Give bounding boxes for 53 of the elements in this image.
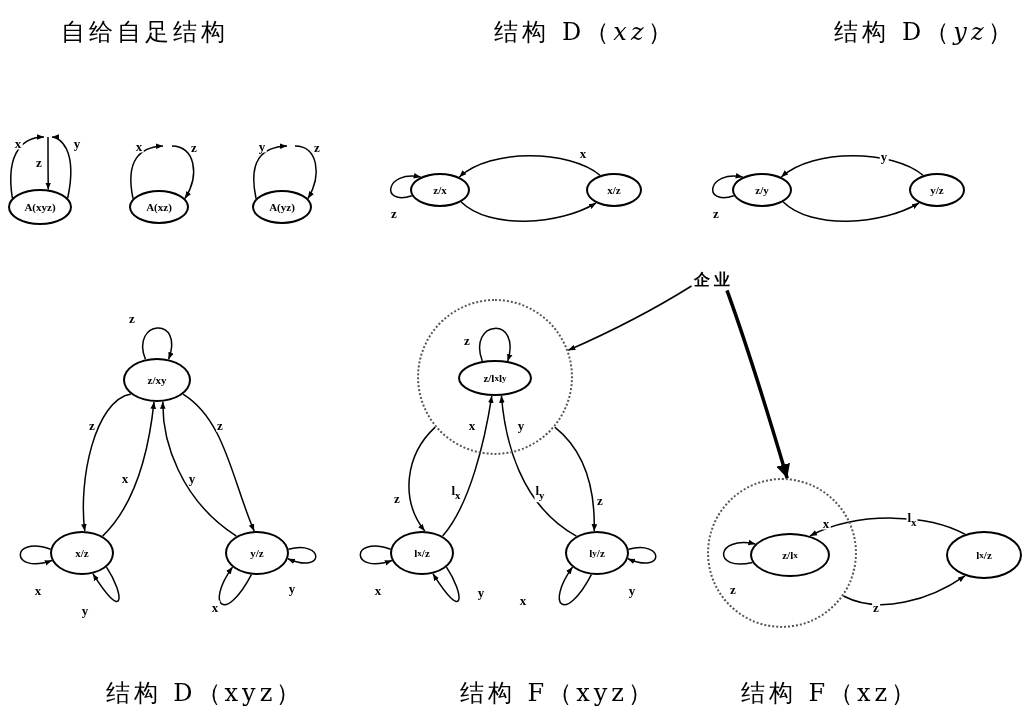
arrow [842,575,966,606]
panel-title: 结构 D（xz） [494,17,676,48]
panel-title: 结构 D（yz） [834,17,1016,48]
edge-label: l$_{x}$ [450,484,462,502]
edge-label: l$_{x}$ [906,511,918,529]
state-ellipse: x/z [50,531,114,575]
panel-title: 自给自足结构 [61,17,229,48]
loop-arrow [218,566,253,606]
dotted-circle [417,299,573,455]
panel-caption: 结构 D（xyz） [105,678,305,709]
arrow [45,136,51,191]
panel-caption: 结构 F（xyz） [460,678,656,709]
loop-arrow [432,566,460,603]
panel-caption: 结构 F（xz） [740,678,920,709]
arrow [182,393,255,532]
loop-arrow [92,566,120,603]
arrow [782,201,920,222]
arrow [780,155,924,178]
leader-line [567,285,693,352]
arrow [554,426,598,532]
arrow [294,145,317,200]
edge-label: l$_{y}$ [534,484,546,502]
arrow [458,155,601,178]
loop-arrow [479,327,512,362]
edge-label: z [872,600,880,614]
arrow [81,393,132,532]
arrow [160,400,238,537]
arrow [130,143,164,200]
loop-arrow [19,545,53,565]
arrow [408,426,436,532]
loop-arrow [627,547,657,564]
loop-arrow [287,547,317,564]
loop-arrow [142,327,174,361]
arrow [101,401,156,537]
state-ellipse: z/xy [123,358,191,402]
arrow [441,395,494,537]
leader-line [725,289,790,479]
arrow [499,394,578,537]
dotted-circle [707,478,857,628]
state-ellipse: A(yz) [252,190,312,224]
arrow [171,145,195,200]
state-ellipse: A(xyz) [8,189,72,225]
loop-arrow [558,566,593,606]
state-ellipse: y/z [909,173,965,207]
state-ellipse: z/y [732,173,792,207]
state-ellipse: z/x [410,173,470,207]
state-ellipse: A(xz) [129,190,189,224]
arrow [460,201,597,222]
callout-text: 企业 [688,268,740,292]
state-ellipse: y/z [225,531,289,575]
loop-arrow [359,545,393,565]
state-ellipse: x/z [586,173,642,207]
arrow [253,143,288,200]
